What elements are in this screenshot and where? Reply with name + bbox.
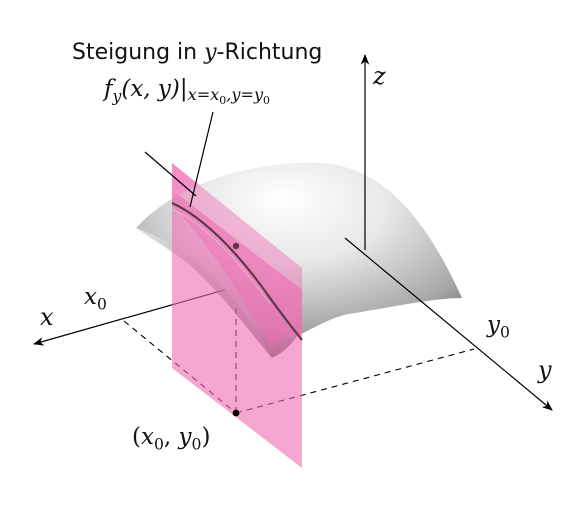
formula-cond-c: ,y=y (226, 85, 264, 105)
x0-guide-line (123, 320, 237, 414)
formula-cond: x=x0,y=y0 (187, 85, 271, 108)
intersection-curve-highlight (171, 208, 271, 305)
formula-cond-d: 0 (263, 94, 271, 108)
x0-var: x (84, 284, 97, 310)
annotation-heading: Steigung in y-Richtung (72, 40, 322, 65)
point-open: ( (132, 424, 141, 450)
plane-front (172, 190, 302, 468)
y0-guide-line (235, 348, 475, 414)
intersection-curve (171, 201, 303, 341)
formula-sub: y (112, 86, 122, 106)
x-axis-label: x (40, 303, 54, 331)
surface-point (232, 242, 240, 250)
point-y-var: y (178, 424, 192, 450)
y0-var: y (487, 312, 500, 338)
annotation-pointer (189, 111, 214, 208)
annotation-heading-suffix: -Richtung (216, 40, 323, 65)
annotation-formula: fy(x, y)|x=x0,y=y0 (104, 76, 270, 107)
ground-point (232, 409, 240, 417)
point-x-sub: 0 (153, 434, 164, 454)
annotation-heading-var: y (204, 40, 217, 65)
point-close: ) (201, 424, 211, 450)
point-sep: , (163, 424, 179, 450)
y-axis (344, 237, 553, 411)
formula-main: f (104, 76, 113, 102)
z-axis-label: z (373, 62, 386, 90)
formula-cond-a: x=x (187, 85, 220, 105)
formula-args: (x, y)| (121, 76, 188, 102)
y-axis-label: y (538, 356, 552, 384)
y0-tick-label: y0 (487, 312, 510, 342)
formula-cond-b: 0 (219, 94, 227, 108)
x0-tick-label: x0 (84, 284, 107, 314)
annotation-heading-text: Steigung in (72, 40, 205, 65)
x0-sub: 0 (96, 294, 107, 314)
y0-sub: 0 (500, 322, 510, 342)
point-label: (x0, y0) (132, 424, 210, 454)
tangent-line (144, 151, 197, 197)
point-y-sub: 0 (191, 434, 202, 454)
point-x-var: x (140, 424, 154, 450)
surface-sheet (136, 162, 462, 358)
